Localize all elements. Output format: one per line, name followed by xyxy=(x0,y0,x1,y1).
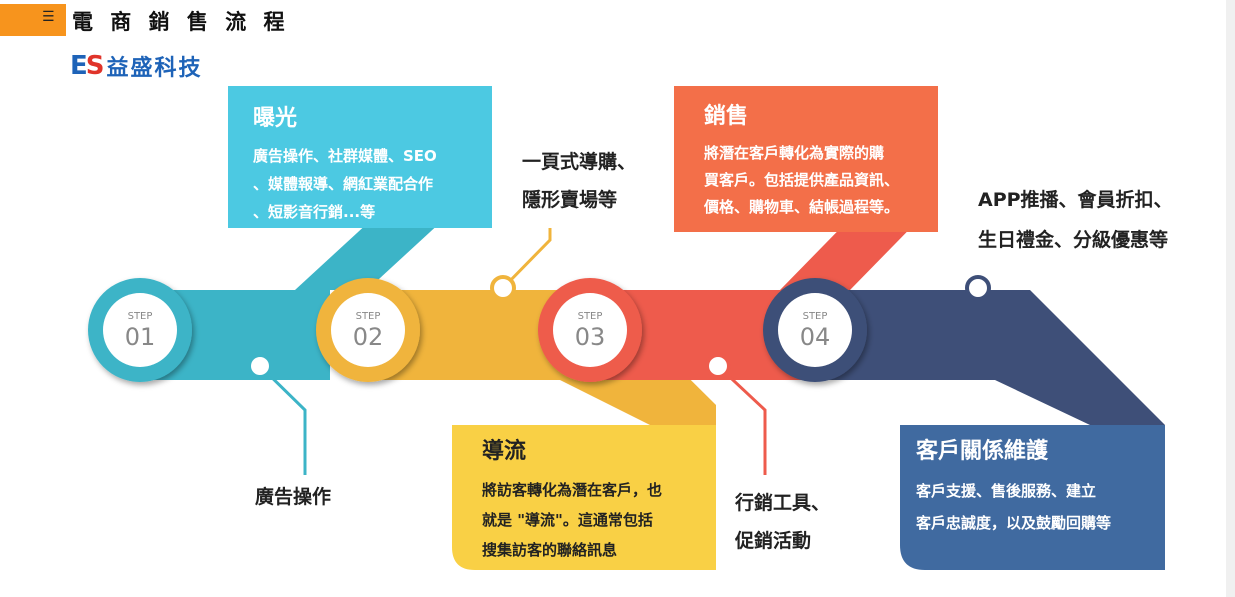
connector-dot-04 xyxy=(965,275,991,301)
callout-ad-ops: 廣告操作 xyxy=(255,486,332,508)
step-label-01: STEP xyxy=(128,311,153,322)
box-crm-line: 客戶支援、售後服務、建立 xyxy=(916,482,1097,500)
callout-app-push: APP推播、會員折扣、 生日禮金、分級優惠等 xyxy=(978,180,1173,260)
box-crm: 客戶關係維護 客戶支援、售後服務、建立 客戶忠誠度，以及鼓勵回購等 xyxy=(916,433,1111,539)
band-segment-03 xyxy=(590,290,820,380)
connector-dot-01 xyxy=(247,353,273,379)
step-number-03: 03 xyxy=(575,323,606,351)
box-crm-line: 客戶忠誠度，以及鼓勵回購等 xyxy=(916,514,1112,532)
connector-02 xyxy=(501,228,552,290)
callout-marketing-tools-line: 促銷活動 xyxy=(735,530,812,552)
step-circle-01 xyxy=(88,278,192,382)
box-sales: 銷售 將潛在客戶轉化為實際的購 買客戶。包括提供產品資訊、 價格、購物車、結帳過… xyxy=(704,98,899,221)
box-traffic-line: 就是 "導流"。這通常包括 xyxy=(482,511,653,529)
step-number-02: 02 xyxy=(353,323,384,351)
callout-app-push-line: APP推播、會員折扣、 xyxy=(978,189,1173,211)
connector-03 xyxy=(716,364,767,475)
connector-dot-03 xyxy=(705,353,731,379)
callout-marketing-tools: 行銷工具、 促銷活動 xyxy=(735,484,830,560)
company-logo: ES 益盛科技 xyxy=(70,50,203,82)
callout-app-push-line: 生日禮金、分級優惠等 xyxy=(978,229,1169,251)
band-segment-04 xyxy=(815,290,1165,425)
box-exposure-line: 、短影音行銷...等 xyxy=(253,203,376,221)
connector-01 xyxy=(258,364,307,475)
box-sales-line: 買客戶。包括提供產品資訊、 xyxy=(704,171,900,189)
step-number-04: 04 xyxy=(800,323,831,351)
box-sales-line: 價格、購物車、結帳過程等。 xyxy=(704,198,900,216)
step-circle-04 xyxy=(763,278,867,382)
box-traffic-line: 將訪客轉化為潛在客戶，也 xyxy=(482,481,663,499)
box-traffic: 導流 將訪客轉化為潛在客戶，也 就是 "導流"。這通常包括 搜集訪客的聯絡訊息 xyxy=(482,433,662,565)
box-traffic-shape xyxy=(452,425,716,570)
box-traffic-line: 搜集訪客的聯絡訊息 xyxy=(482,541,618,559)
box-exposure: 曝光 廣告操作、社群媒體、SEO 、媒體報導、網紅業配合作 、短影音行銷...等 xyxy=(253,100,437,226)
step-circle-03 xyxy=(538,278,642,382)
connector-dot-02 xyxy=(490,275,516,301)
box-sales-shape xyxy=(674,86,938,232)
box-crm-title: 客戶關係維護 xyxy=(916,439,1049,464)
box-sales-title: 銷售 xyxy=(704,104,749,129)
step-circle-02 xyxy=(316,278,420,382)
menu-icon[interactable]: ☰ xyxy=(42,9,55,25)
box-exposure-title: 曝光 xyxy=(253,106,298,131)
callout-one-page: 一頁式導購、 隱形賣場等 xyxy=(522,143,636,219)
step-label-02: STEP xyxy=(356,311,381,322)
callout-marketing-tools-line: 行銷工具、 xyxy=(735,492,831,514)
logo-text: 益盛科技 xyxy=(106,56,203,81)
box-traffic-body: 將訪客轉化為潛在客戶，也 就是 "導流"。這通常包括 搜集訪客的聯絡訊息 xyxy=(482,475,662,565)
box-traffic-title: 導流 xyxy=(482,439,527,464)
page-title: 電 商 銷 售 流 程 xyxy=(72,10,290,34)
step-number-01: 01 xyxy=(125,323,156,351)
header-accent-bar xyxy=(0,4,66,36)
box-exposure-line: 廣告操作、社群媒體、SEO xyxy=(253,147,437,165)
box-crm-body: 客戶支援、售後服務、建立 客戶忠誠度，以及鼓勵回購等 xyxy=(916,475,1111,539)
box-exposure-shape xyxy=(228,86,492,228)
box-exposure-line: 、媒體報導、網紅業配合作 xyxy=(253,175,434,193)
box-crm-shape xyxy=(900,425,1165,570)
logo-mark: ES xyxy=(70,51,104,81)
box-sales-body: 將潛在客戶轉化為實際的購 買客戶。包括提供產品資訊、 價格、購物車、結帳過程等。 xyxy=(704,140,899,221)
step-label-03: STEP xyxy=(578,311,603,322)
step-label-04: STEP xyxy=(803,311,828,322)
callout-one-page-line: 一頁式導購、 xyxy=(522,151,637,173)
box-exposure-body: 廣告操作、社群媒體、SEO 、媒體報導、網紅業配合作 、短影音行銷...等 xyxy=(253,142,437,226)
callout-one-page-line: 隱形賣場等 xyxy=(522,189,618,211)
vertical-scrollbar[interactable] xyxy=(1226,0,1235,597)
box-sales-line: 將潛在客戶轉化為實際的購 xyxy=(704,144,885,162)
